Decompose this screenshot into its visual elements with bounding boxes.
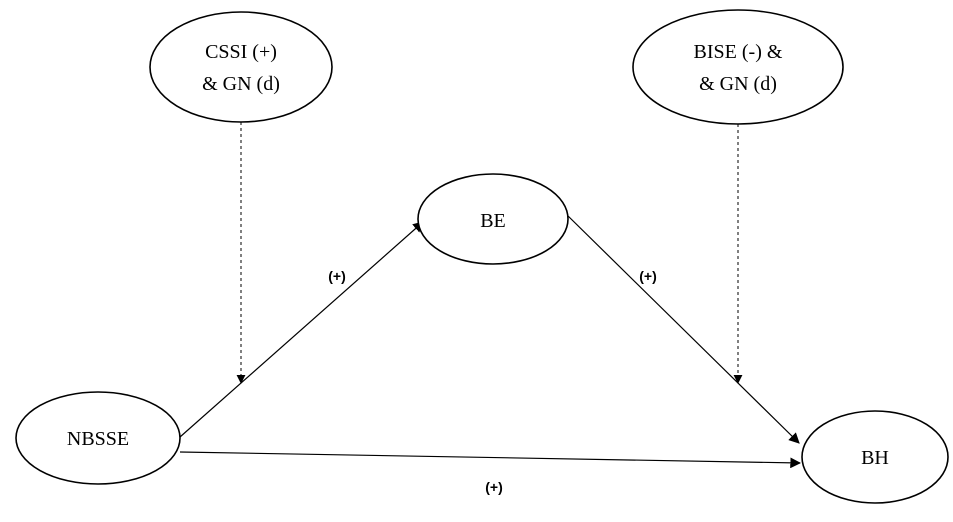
edge-be-bh-sign: (+) [639,268,657,284]
node-nbsse-label: NBSSE [67,428,129,450]
edge-nbsse-to-bh [179,451,802,469]
node-be-label: BE [480,210,506,232]
node-cssi-line2: & GN (d) [202,73,280,95]
node-cssi: CSSI (+) & GN (d) [149,11,333,123]
node-bise-line2: & GN (d) [699,73,777,95]
edge-nbsse-bh-sign: (+) [485,479,503,495]
node-bh: BH [801,410,949,504]
edge-be-to-bh [564,212,800,444]
edge-nbsse-be-sign: (+) [328,268,346,284]
node-bise: BISE (-) & & GN (d) [632,9,844,125]
node-nbsse: NBSSE [15,391,181,485]
node-bh-label: BH [861,447,889,469]
node-cssi-line1: CSSI (+) [205,41,277,63]
edge-nbsse-to-be [179,221,424,438]
node-bise-line1: BISE (-) & [694,41,783,63]
node-be: BE [417,173,569,265]
